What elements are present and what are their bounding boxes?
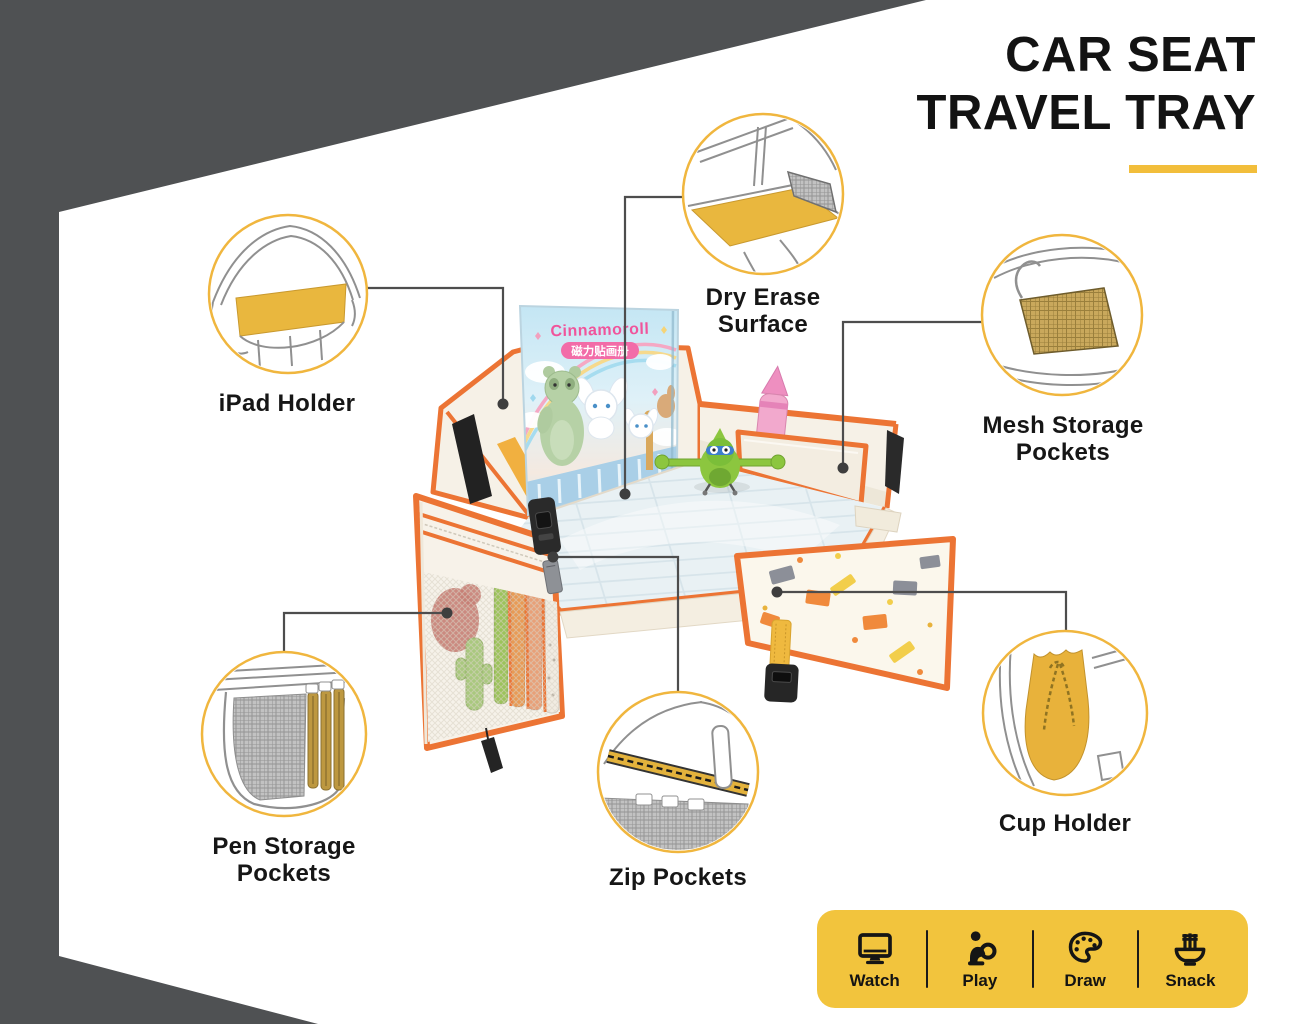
bar-divider: [1031, 930, 1034, 988]
callout-circle-mesh-pockets: [980, 233, 1144, 397]
feature-draw: Draw: [1034, 918, 1137, 1000]
flap-buckle: [764, 663, 799, 703]
callout-circle-ipad-holder: [207, 213, 369, 375]
bar-divider: [1136, 930, 1139, 988]
page-title: CAR SEAT TRAVEL TRAY: [917, 26, 1256, 142]
product-photo-illustration: 磁力贴画册 Cinnamoroll: [413, 304, 956, 773]
frame-background: [0, 0, 926, 1024]
toy-plane: [654, 428, 786, 496]
callout-label-ipad-holder: iPad Holder: [218, 390, 356, 417]
plush-toy: [537, 366, 584, 466]
callout-circle-pen-pockets: [200, 650, 368, 818]
right-flap: [734, 536, 956, 703]
buckle-clip: [528, 497, 561, 555]
book-badge-text: 磁力贴画册: [571, 344, 629, 358]
zipper-pull: [481, 737, 503, 773]
callout-circle-zip-pockets: [596, 690, 760, 854]
black-strap: [452, 414, 492, 504]
callout-label-dry-erase: Dry Erase Surface: [705, 284, 821, 338]
connector-dry-erase: [623, 195, 684, 494]
feature-snack-label: Snack: [1165, 970, 1216, 990]
callout-label-pen-pockets: Pen Storage Pockets: [212, 833, 356, 887]
book-badge: [561, 342, 639, 359]
connector-pen-pockets: [282, 611, 447, 652]
callout-circle-dry-erase: [681, 112, 845, 276]
connector-lines: [282, 195, 1068, 692]
connector-mesh-pockets: [841, 320, 982, 468]
connector-zip-pockets: [553, 555, 680, 692]
title-underline: [1129, 165, 1257, 173]
callout-label-zip-pockets: Zip Pockets: [608, 864, 748, 891]
book-title-text: Cinnamoroll: [550, 321, 649, 341]
feature-watch-label: Watch: [849, 970, 900, 990]
callout-circle-cup-holder: [981, 629, 1149, 797]
side-strap: [885, 430, 904, 494]
connector-ipad-holder: [367, 286, 505, 404]
left-mesh-pocket: [413, 493, 565, 773]
feature-snack: Snack: [1139, 918, 1242, 1000]
page-title-line1: CAR SEAT: [1005, 28, 1256, 82]
bar-divider: [926, 930, 929, 988]
noodle-bowl-icon: [1174, 932, 1206, 966]
callout-label-cup-holder: Cup Holder: [998, 810, 1132, 837]
page-title-line2: TRAVEL TRAY: [916, 86, 1256, 140]
feature-draw-label: Draw: [1064, 970, 1106, 990]
monitor-icon: [857, 932, 892, 964]
callout-label-mesh-pockets: Mesh Storage Pockets: [982, 412, 1144, 466]
features-bar: Watch Play Draw Snack: [817, 910, 1248, 1008]
paint-palette-icon: [1068, 931, 1103, 963]
feature-play-label: Play: [962, 970, 998, 990]
child-playing-icon: [967, 930, 997, 965]
connector-dots: [441, 398, 849, 619]
feature-play: Play: [928, 918, 1031, 1000]
feature-watch: Watch: [823, 918, 926, 1000]
connector-cup-holder: [777, 590, 1068, 631]
